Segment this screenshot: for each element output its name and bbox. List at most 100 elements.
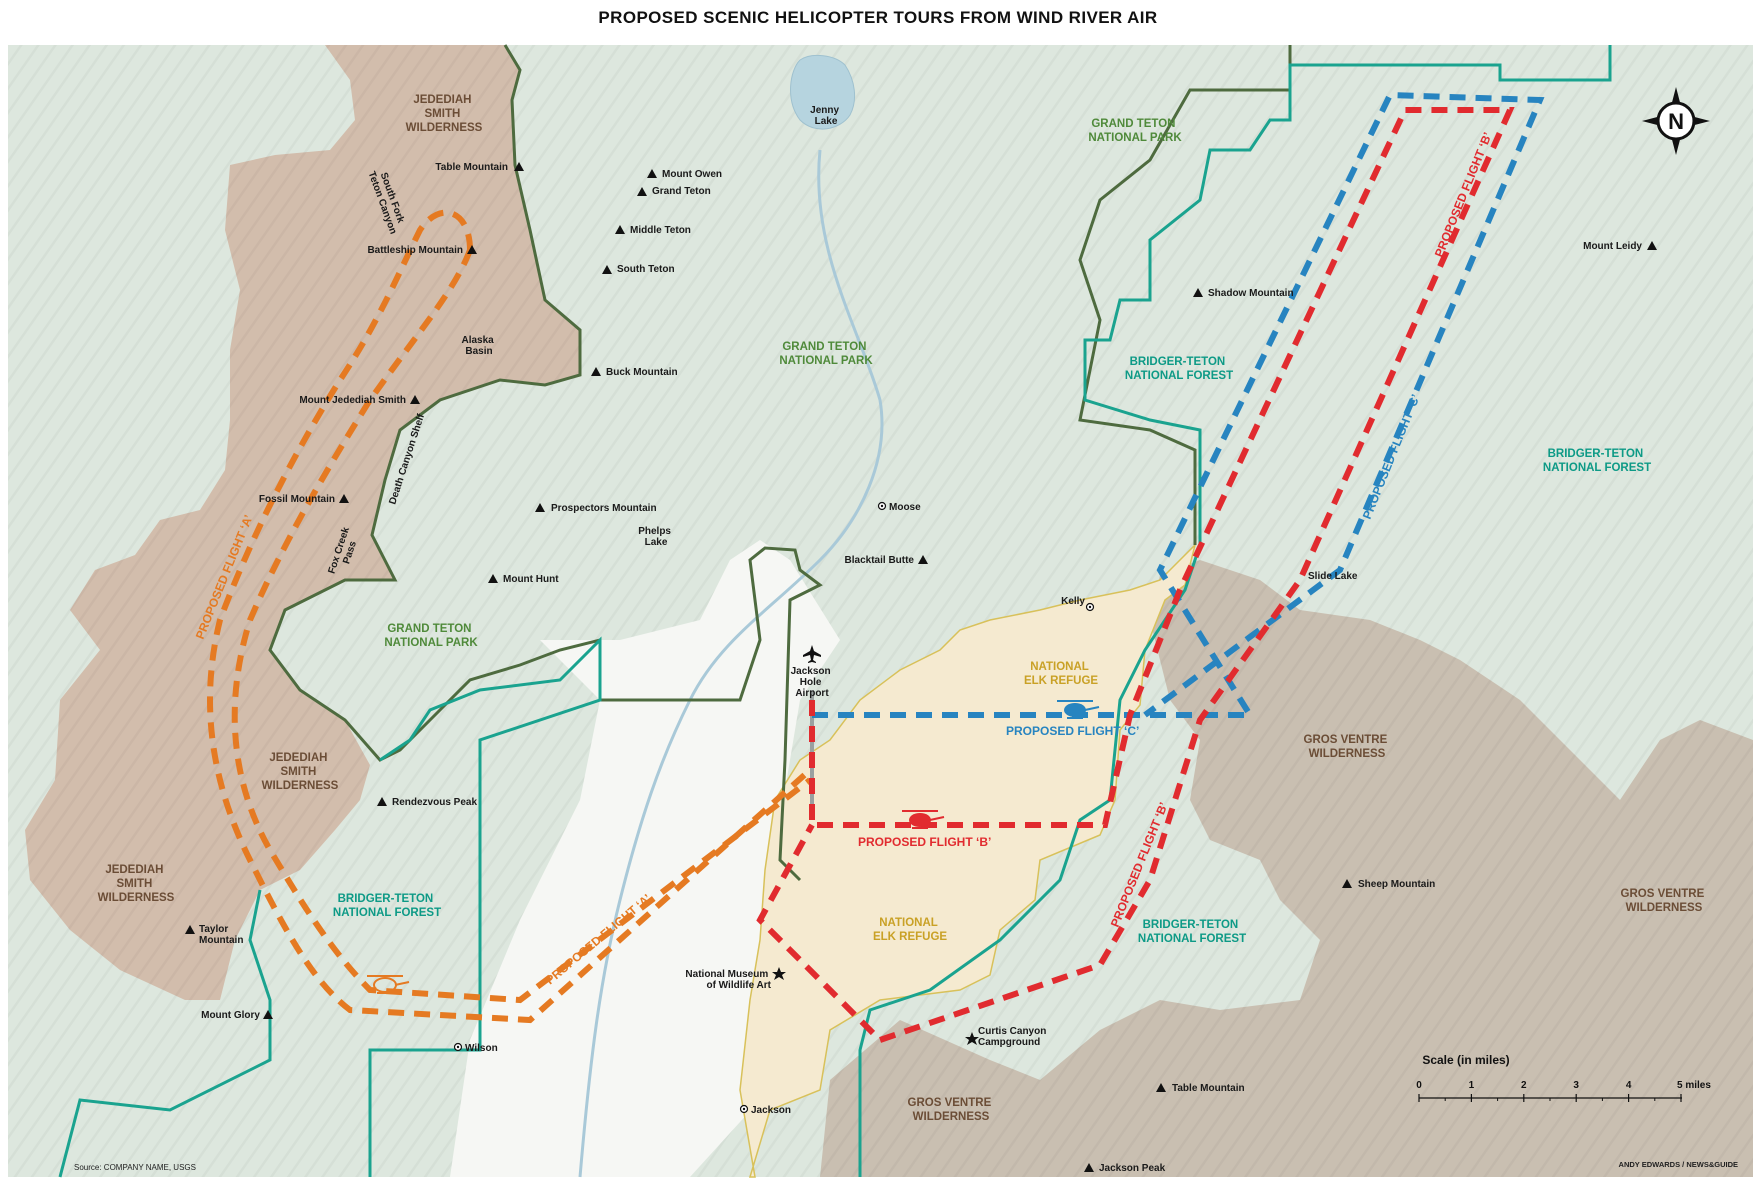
- svg-text:Battleship Mountain: Battleship Mountain: [367, 245, 463, 256]
- peak-table-mountain-west: Table Mountain: [435, 162, 524, 173]
- gros-ventre-label-1: GROS VENTRE WILDERNESS: [1304, 734, 1391, 760]
- peak-grand-teton: Grand Teton: [637, 186, 711, 197]
- elk-label-1: NATIONAL ELK REFUGE: [1024, 661, 1098, 687]
- peak-rendezvous-peak: Rendezvous Peak: [377, 797, 477, 808]
- btnf-boundary-west: [368, 636, 602, 1177]
- svg-text:Shadow Mountain: Shadow Mountain: [1208, 288, 1294, 299]
- gtnp-label-1: GRAND TETON NATIONAL PARK: [1088, 118, 1182, 144]
- svg-text:South Teton: South Teton: [617, 264, 675, 275]
- btnf-label-3: BRIDGER-TETON NATIONAL FOREST: [333, 893, 441, 919]
- flight-b-label: PROPOSED FLIGHT ‘B’: [858, 835, 991, 849]
- flight-a-path: [207, 209, 812, 1024]
- flight-c-label: PROPOSED FLIGHT ‘C’: [1006, 724, 1139, 738]
- peak-middle-teton: Middle Teton: [615, 225, 691, 236]
- wilson-marker: Wilson: [453, 1042, 498, 1054]
- peak-prospectors-mountain: Prospectors Mountain: [535, 503, 657, 514]
- svg-text:Kelly: Kelly: [1061, 596, 1085, 607]
- gtnp-boundary: [268, 44, 823, 882]
- peak-sheep-mountain: Sheep Mountain: [1342, 879, 1435, 890]
- wilderness-shading: [25, 45, 580, 1000]
- helicopter-icon-c: [1057, 700, 1100, 719]
- phelps-lake-label: Phelps Lake: [638, 526, 674, 548]
- elk-label-2: NATIONAL ELK REFUGE: [873, 917, 947, 943]
- jenny-lake: [790, 54, 856, 130]
- svg-text:Rendezvous Peak: Rendezvous Peak: [392, 797, 477, 808]
- svg-text:N: N: [1668, 109, 1684, 134]
- btnf-label-2: BRIDGER-TETON NATIONAL FOREST: [1543, 448, 1651, 474]
- btnf-boundary-east: [858, 45, 1612, 1177]
- helicopter-icon-b: [902, 810, 945, 829]
- source-note: Source: COMPANY NAME, USGS: [74, 1163, 196, 1172]
- slide-lake-label: Slide Lake: [1308, 571, 1358, 582]
- scale-tick-label: 4: [1626, 1080, 1632, 1091]
- svg-text:Wilson: Wilson: [465, 1043, 498, 1054]
- svg-text:Buck Mountain: Buck Mountain: [606, 367, 678, 378]
- airport-icon: [803, 645, 821, 663]
- svg-text:Sheep Mountain: Sheep Mountain: [1358, 879, 1435, 890]
- alaska-basin-label: Alaska Basin: [461, 335, 496, 357]
- peak-battleship-mountain: Battleship Mountain: [367, 245, 477, 256]
- svg-text:Middle Teton: Middle Teton: [630, 225, 691, 236]
- flight-b-path: [756, 107, 1515, 1044]
- gros-ventre-label-3: GROS VENTRE WILDERNESS: [908, 1097, 995, 1123]
- flight-c-path: [812, 91, 1545, 718]
- jedediah-label-2: JEDEDIAH SMITH WILDERNESS: [262, 752, 339, 792]
- svg-text:Grand Teton: Grand Teton: [652, 186, 711, 197]
- jedediah-label-1: JEDEDIAH SMITH WILDERNESS: [406, 94, 483, 134]
- svg-text:Mount Hunt: Mount Hunt: [503, 574, 559, 585]
- scale-title: Scale (in miles): [1422, 1053, 1509, 1067]
- peak-blacktail-butte: Blacktail Butte: [845, 555, 928, 566]
- flight-a-path-return: [231, 248, 812, 1004]
- svg-text:Curtis Canyon Campground: Curtis Canyon Campground: [978, 1026, 1049, 1048]
- peak-mount-hunt: Mount Hunt: [488, 574, 559, 585]
- svg-text:Jackson: Jackson: [751, 1105, 791, 1116]
- gros-ventre-shading: [820, 560, 1753, 1177]
- peak-mount-leidy: Mount Leidy: [1583, 241, 1657, 252]
- peak-mount-glory: Mount Glory: [201, 1010, 273, 1021]
- curtis-canyon-marker: Curtis Canyon Campground: [965, 1026, 1049, 1048]
- map-title: PROPOSED SCENIC HELICOPTER TOURS FROM WI…: [598, 8, 1158, 27]
- peak-table-mountain-east: Table Mountain: [1156, 1083, 1245, 1094]
- scale-tick-label: 2: [1521, 1080, 1527, 1091]
- svg-text:Mount Leidy: Mount Leidy: [1583, 241, 1642, 252]
- peak-south-teton: South Teton: [602, 264, 675, 275]
- jackson-marker: Jackson: [739, 1104, 791, 1116]
- svg-text:Mount Glory: Mount Glory: [201, 1010, 260, 1021]
- svg-text:Mount Jedediah Smith: Mount Jedediah Smith: [299, 395, 406, 406]
- peak-mount-jedediah-smith: Mount Jedediah Smith: [299, 395, 420, 406]
- museum-marker: National Museum of Wildlife Art: [685, 967, 786, 991]
- moose-marker: Moose: [877, 501, 921, 513]
- btnf-label-1: BRIDGER-TETON NATIONAL FOREST: [1125, 356, 1233, 382]
- scale-tick-label: 5 miles: [1677, 1080, 1711, 1091]
- gtnp-boundary-east: [1078, 45, 1292, 545]
- peak-mount-owen: Mount Owen: [647, 169, 722, 180]
- svg-text:Moose: Moose: [889, 502, 921, 513]
- scale-tick-label: 3: [1573, 1080, 1579, 1091]
- svg-text:Blacktail Butte: Blacktail Butte: [845, 555, 915, 566]
- svg-text:Taylor Mountain: Taylor Mountain: [199, 924, 243, 946]
- compass-north-icon: N: [1642, 87, 1710, 155]
- scale-tick-label: 0: [1416, 1080, 1422, 1091]
- peak-fossil-mountain: Fossil Mountain: [259, 494, 349, 505]
- scale-tick-label: 1: [1469, 1080, 1475, 1091]
- btnf-label-4: BRIDGER-TETON NATIONAL FOREST: [1138, 919, 1246, 945]
- svg-text:National Museum of Wildl: National Museum of Wildlife Art: [685, 969, 771, 991]
- scale-bar: Scale (in miles) 0 1 2 3 4 5 miles: [1416, 1053, 1711, 1102]
- svg-text:Mount Owen: Mount Owen: [662, 169, 722, 180]
- airport-label: Jackson Hole Airport: [791, 666, 834, 699]
- gros-ventre-label-2: GROS VENTRE WILDERNESS: [1621, 888, 1708, 914]
- helicopter-icon-a: [367, 975, 410, 994]
- kelly-marker: Kelly: [1061, 596, 1095, 612]
- gtnp-label-3: GRAND TETON NATIONAL PARK: [384, 623, 478, 649]
- btnf-boundary-south: [58, 889, 272, 1178]
- gtnp-label-2: GRAND TETON NATIONAL PARK: [779, 341, 873, 367]
- jenny-lake-label: Jenny Lake: [810, 105, 842, 127]
- peak-shadow-mountain: Shadow Mountain: [1193, 288, 1294, 299]
- credit-note: ANDY EDWARDS / NEWS&GUIDE: [1619, 1160, 1738, 1169]
- svg-text:Table Mountain: Table Mountain: [1172, 1083, 1245, 1094]
- jedediah-label-3: JEDEDIAH SMITH WILDERNESS: [98, 864, 175, 904]
- peak-buck-mountain: Buck Mountain: [591, 367, 678, 378]
- svg-text:Table Mountain: Table Mountain: [435, 162, 508, 173]
- svg-text:Fossil Mountain: Fossil Mountain: [259, 494, 335, 505]
